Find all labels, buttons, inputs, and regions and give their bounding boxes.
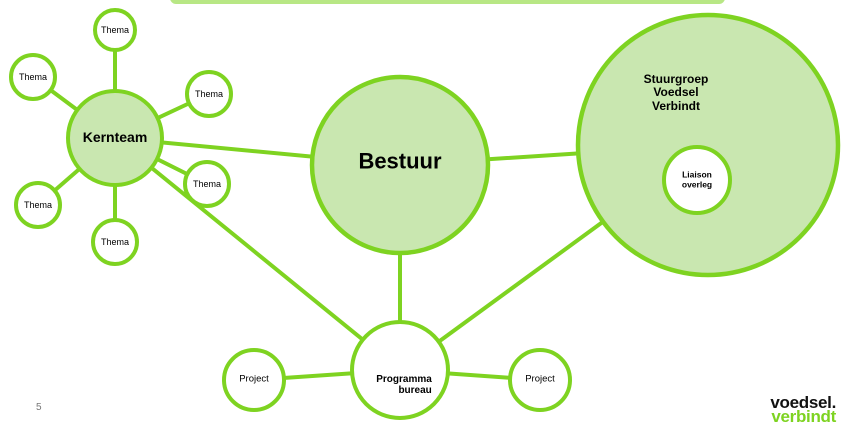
node-thema-upper-right bbox=[185, 70, 233, 118]
node-thema-lower-left bbox=[14, 181, 62, 229]
node-thema-top bbox=[93, 8, 137, 52]
logo-line-1: voedsel. bbox=[770, 393, 836, 412]
node-liaison bbox=[662, 145, 732, 215]
nodes-layer bbox=[9, 8, 841, 420]
voedsel-verbindt-logo: voedsel. verbindt bbox=[770, 393, 836, 426]
node-bestuur bbox=[309, 74, 491, 256]
node-kernteam bbox=[66, 89, 164, 187]
page-number: 5 bbox=[36, 402, 42, 413]
node-project-left bbox=[222, 348, 286, 412]
node-thema-bottom bbox=[91, 218, 139, 266]
node-thema-lower-right bbox=[183, 160, 231, 208]
node-thema-upper-left bbox=[9, 53, 57, 101]
title-banner-clipped bbox=[170, 0, 725, 4]
node-project-right bbox=[508, 348, 572, 412]
node-stuurgroep bbox=[575, 12, 841, 278]
edge-kernteam-to-programma bbox=[113, 136, 402, 372]
node-programma bbox=[350, 320, 450, 420]
logo-line-2: verbindt bbox=[771, 406, 836, 426]
